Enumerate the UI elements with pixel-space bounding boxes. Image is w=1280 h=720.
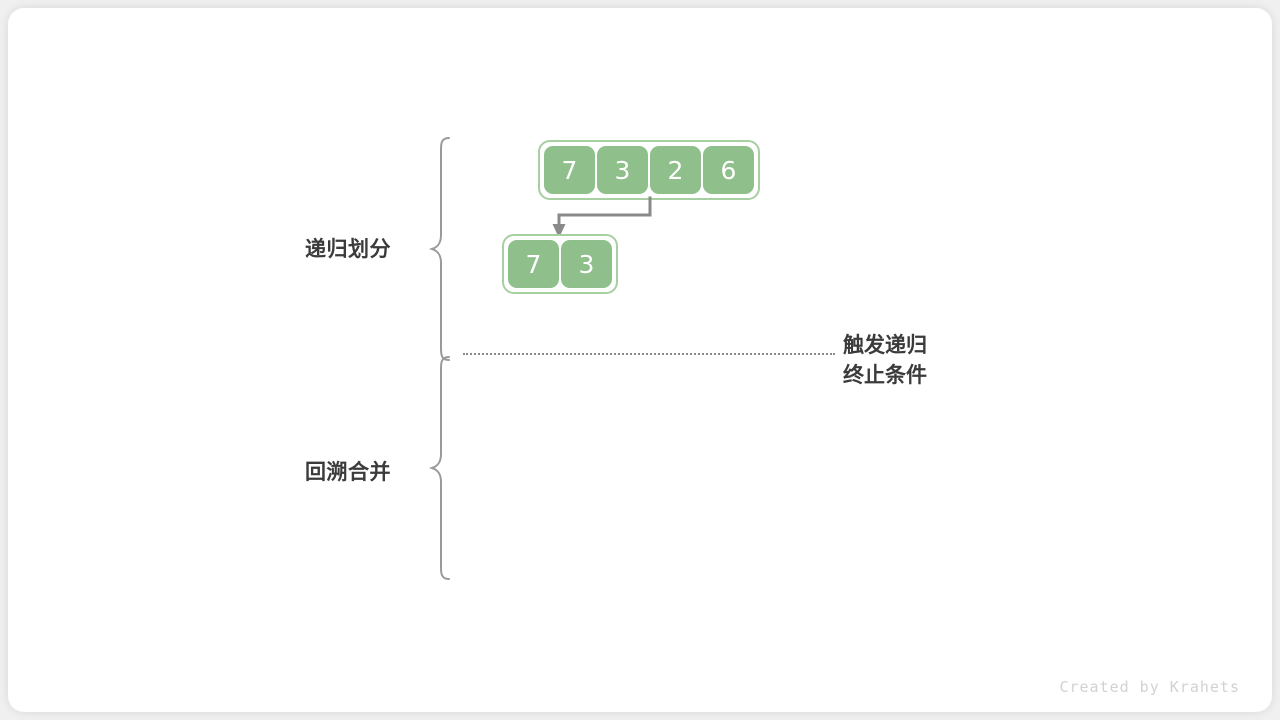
array-cell: 2 [650, 146, 701, 194]
brace-merge-icon [428, 356, 450, 580]
label-termination-line1: 触发递归 [843, 333, 927, 357]
watermark: Created by Krahets [1059, 678, 1240, 696]
array-cell: 6 [703, 146, 754, 194]
label-termination-line2: 终止条件 [843, 363, 927, 387]
array-cell: 7 [544, 146, 595, 194]
split-arrow-icon [552, 196, 652, 238]
array-cell: 7 [508, 240, 559, 288]
label-termination-condition: 触发递归 终止条件 [843, 330, 927, 390]
brace-divide-icon [428, 137, 450, 361]
white-card [8, 8, 1272, 712]
label-recursive-divide: 递归划分 [305, 237, 391, 261]
label-backtrack-merge: 回溯合并 [305, 460, 391, 484]
array-top: 7 3 2 6 [538, 140, 760, 200]
array-cell: 3 [561, 240, 612, 288]
array-cell: 3 [597, 146, 648, 194]
recursion-boundary-dotted-line [463, 353, 835, 357]
array-bottom: 7 3 [502, 234, 618, 294]
